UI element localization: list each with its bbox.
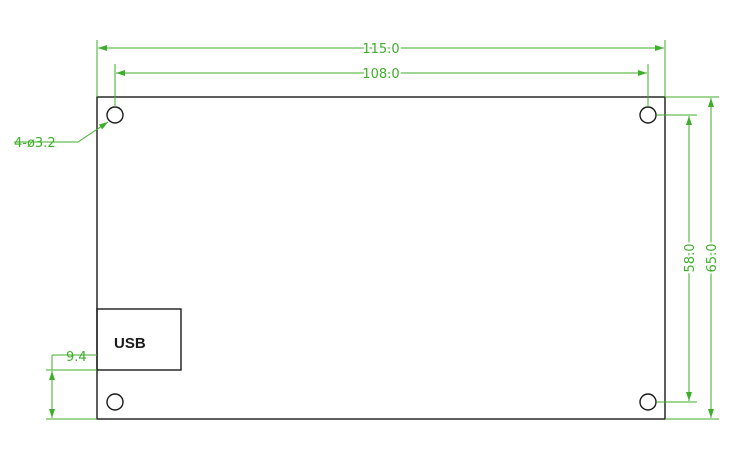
dim-text-hole-height: 58.0	[683, 244, 698, 273]
dim-text-usb-offset: 9.4	[66, 350, 87, 365]
dim-text-hole-width: 108.0	[362, 67, 399, 82]
hole-callout-leader	[77, 121, 109, 143]
dimension-lines	[14, 40, 719, 420]
usb-label: USB	[114, 335, 146, 352]
dim-text-overall-width: 115.0	[362, 42, 399, 57]
dim-text-hole-callout: 4-ø3.2	[14, 136, 56, 151]
mount-hole-top-right	[639, 106, 657, 124]
usb-connector	[96, 308, 182, 371]
board-outline	[96, 96, 666, 420]
mount-hole-bottom-left	[106, 393, 124, 411]
mount-hole-top-left	[106, 106, 124, 124]
dim-text-overall-height: 65.0	[705, 244, 720, 273]
mount-hole-bottom-right	[639, 393, 657, 411]
